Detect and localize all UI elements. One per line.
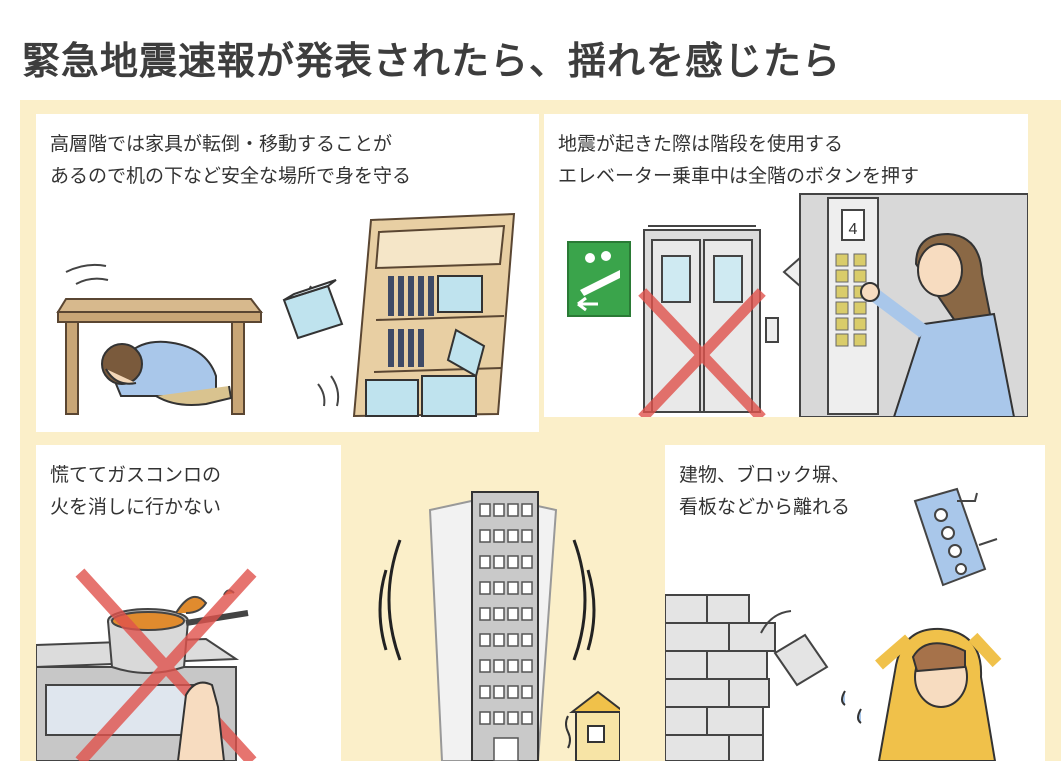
hand [176,681,226,761]
block-wall-illustration [665,487,1002,761]
gas-stove-illustration [36,568,257,761]
caption-line-2: 火を消しに行かない [50,496,222,518]
block-wall [665,594,776,761]
caption-line-2: 看板などから離れる [679,496,851,518]
caption-line-2: あるので机の下など安全な場所で身を守る [50,165,412,187]
sway-lines [378,539,596,661]
bookshelf [352,212,516,418]
crouching-person [101,340,233,406]
panel-caption: 地震が起きた際は階段を使用する エレベーター乗車中は全階のボタンを押す [558,128,919,192]
high-rise-building [471,491,539,761]
caption-line-1: 地震が起きた際は階段を使用する [558,133,844,155]
caption-line-2: エレベーター乗車中は全階のボタンを押す [558,165,920,187]
falling-block [760,610,829,687]
scared-woman [841,627,1002,761]
illustration-frame: 高層階では家具が転倒・移動することが あるので机の下など安全な場所で身を守る [20,100,1061,761]
caption-line-1: 建物、ブロック塀、 [679,464,851,486]
panel-gas-stove: 慌ててガスコンロの 火を消しに行かない [36,445,341,761]
panel-take-cover-under-table: 高層階では家具が転倒・移動することが あるので机の下など安全な場所で身を守る [36,114,539,432]
table [56,298,264,415]
small-house [565,690,620,761]
caption-line-1: 慌ててガスコンロの [50,464,222,486]
floor-indicator: 4 [849,221,858,238]
elevator-doors [643,225,779,413]
furniture-illustration [56,212,516,418]
panel-elevator-and-stairs: 地震が起きた際は階段を使用する エレベーター乗車中は全階のボタンを押す [544,114,1028,417]
woman-pressing-buttons [860,232,1016,417]
panel-caption: 建物、ブロック塀、 看板などから離れる [679,459,850,523]
cross-mark-icon [638,288,766,417]
panel-caption: 慌ててガスコンロの 火を消しに行かない [50,459,221,523]
falling-box [282,279,344,340]
swaying-building-illustration [378,491,620,761]
emergency-exit-sign-icon [567,241,631,317]
panel-caption: 高層階では家具が転倒・移動することが あるので机の下など安全な場所で身を守る [50,128,411,192]
falling-signboard [913,487,998,587]
caption-line-1: 高層階では家具が転倒・移動することが [50,133,393,155]
elevator-illustration: 4 [567,193,1028,417]
panel-block-wall: 建物、ブロック塀、 看板などから離れる [665,445,1045,761]
page-title: 緊急地震速報が発表されたら、揺れを感じたら [22,39,842,83]
